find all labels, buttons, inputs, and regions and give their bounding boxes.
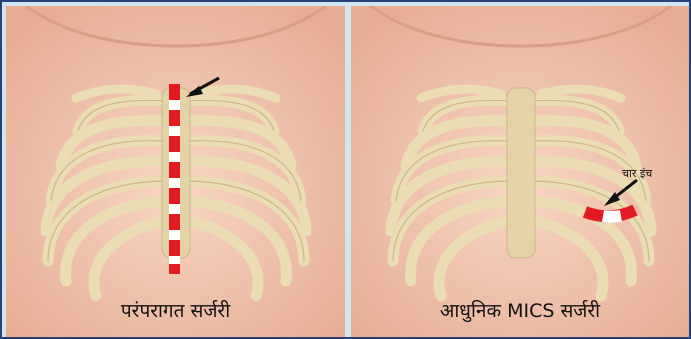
- incision-size-label: चार इंच: [622, 166, 652, 181]
- caption-traditional-surgery: परंपरागत सर्जरी: [6, 297, 345, 323]
- ribcage-traditional-illustration: [6, 6, 345, 337]
- panel-mics-surgery: चार इंच आधुनिक MICS सर्जरी: [351, 6, 689, 337]
- panel-traditional-surgery: परंपरागत सर्जरी: [6, 6, 345, 337]
- traditional-incision-line: [169, 84, 180, 274]
- sternum: [507, 88, 535, 258]
- mics-incision: [585, 210, 635, 217]
- caption-mics-surgery: आधुनिक MICS सर्जरी: [351, 297, 689, 323]
